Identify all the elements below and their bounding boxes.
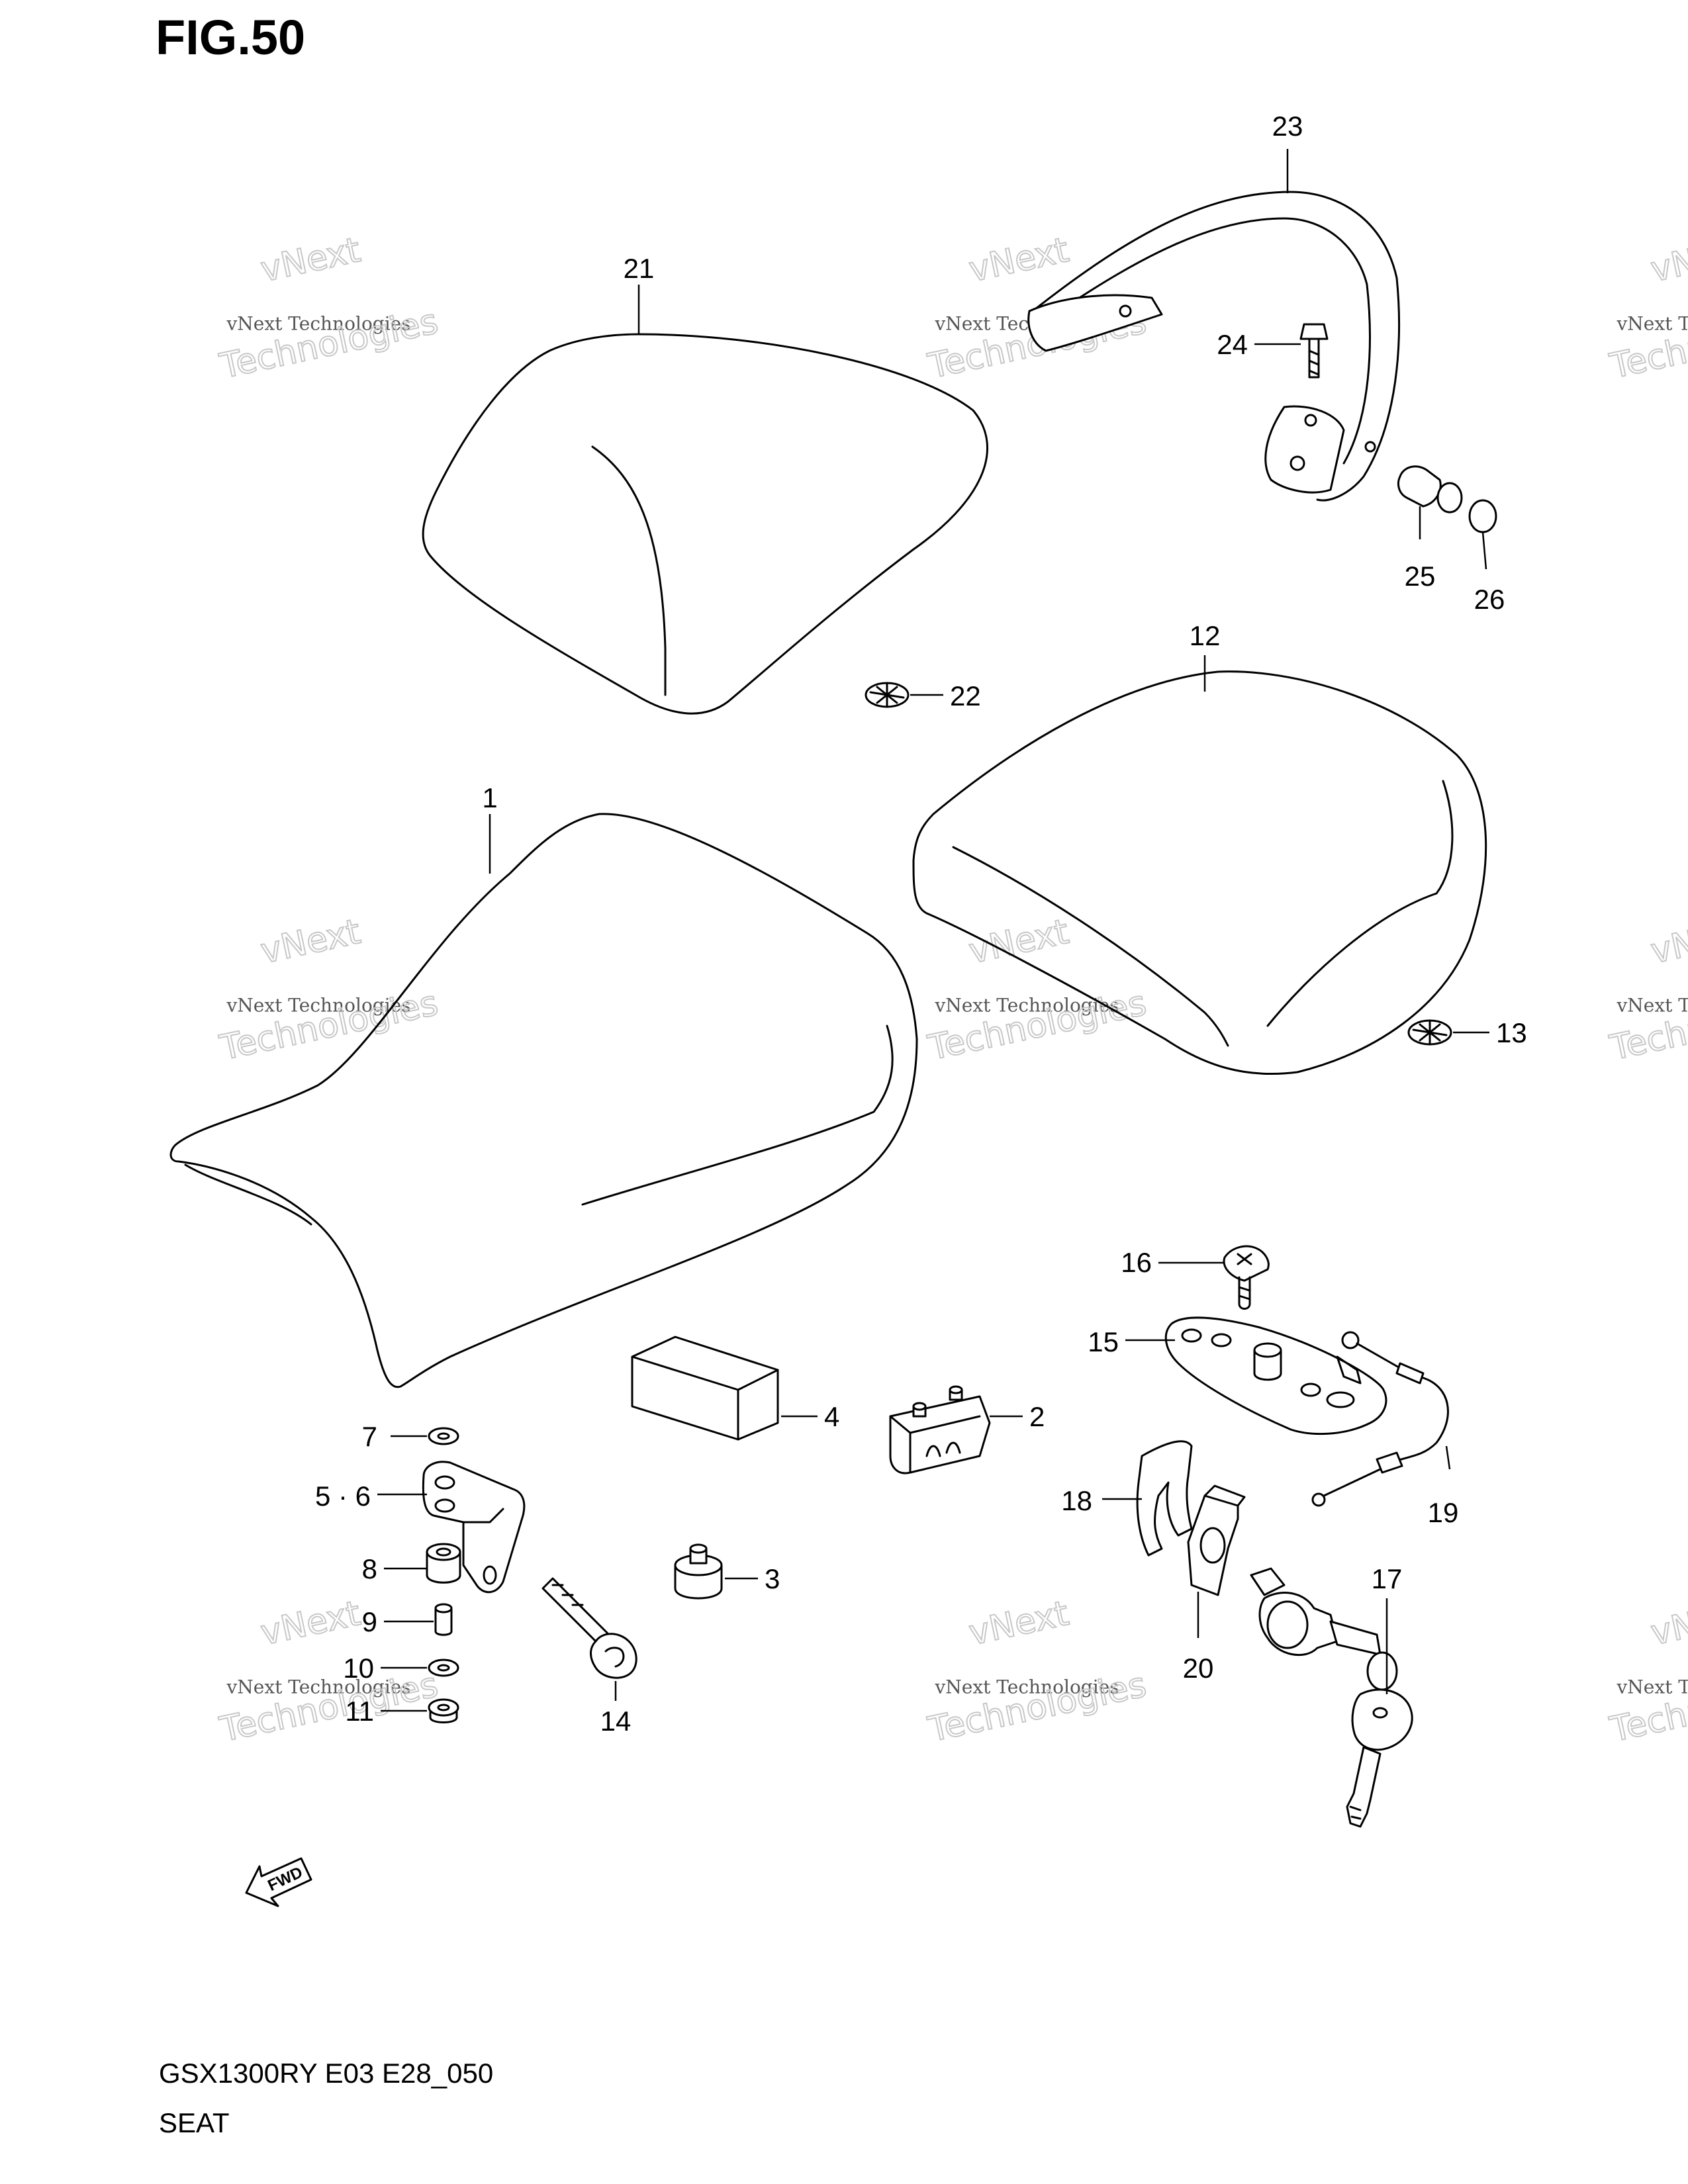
callout-17: 17 bbox=[1372, 1563, 1403, 1594]
watermark-text: vNext Technologies bbox=[226, 1676, 410, 1698]
callout-3: 3 bbox=[765, 1563, 780, 1594]
watermark-vnext: vNext bbox=[258, 1594, 364, 1653]
figure-title: FIG.50 bbox=[156, 10, 305, 65]
part-14-bolt bbox=[541, 1577, 637, 1679]
part-19-cable bbox=[1311, 1331, 1449, 1507]
part-5-6-bracket bbox=[422, 1461, 526, 1594]
watermark-vnext: vNext bbox=[258, 230, 364, 290]
watermark: vNext vNext Technologies Technologies bbox=[924, 1593, 1150, 1751]
part-15-seat-lock bbox=[1164, 1316, 1387, 1435]
part-1-front-seat bbox=[169, 813, 918, 1388]
callout-5-6: 5 · 6 bbox=[315, 1480, 371, 1512]
callout-19: 19 bbox=[1428, 1497, 1459, 1528]
watermark-vnext: vNext bbox=[258, 912, 364, 972]
watermark: vNext vNext Technologies Technologies bbox=[1606, 230, 1688, 387]
part-25-collar bbox=[1397, 465, 1463, 514]
watermark-vnext: vNext bbox=[1648, 912, 1688, 972]
callout-9: 9 bbox=[362, 1606, 377, 1637]
callout-14: 14 bbox=[600, 1706, 632, 1737]
part-26-cap bbox=[1468, 499, 1497, 533]
callout-22: 22 bbox=[950, 680, 981, 711]
watermark-vnext: vNext bbox=[1648, 230, 1688, 290]
callout-11: 11 bbox=[345, 1696, 374, 1727]
callout-24: 24 bbox=[1217, 329, 1248, 360]
callout-23: 23 bbox=[1272, 111, 1303, 142]
watermark: vNext vNext Technologies Technologies bbox=[924, 911, 1150, 1069]
watermark-text: vNext Technologies bbox=[1616, 1676, 1688, 1698]
part-18-clamp bbox=[1136, 1440, 1193, 1557]
watermark-text: vNext Technologies bbox=[226, 313, 410, 335]
watermark: vNext vNext Technologies Technologies bbox=[1606, 911, 1688, 1069]
part-10-washer bbox=[428, 1659, 459, 1677]
model-code: GSX1300RY E03 E28_050 bbox=[159, 2058, 493, 2089]
figure-caption: SEAT bbox=[159, 2107, 230, 2138]
callout-16: 16 bbox=[1121, 1247, 1152, 1278]
part-21-seat-cowl bbox=[422, 333, 988, 715]
callout-labels: 21 23 24 25 26 22 12 1 13 16 15 4 2 7 5 … bbox=[315, 111, 1527, 1737]
watermark: vNext vNext Technologies Technologies bbox=[216, 230, 442, 387]
callout-18: 18 bbox=[1061, 1485, 1092, 1516]
callout-25: 25 bbox=[1405, 561, 1436, 592]
part-9-collar bbox=[434, 1603, 453, 1636]
callout-7: 7 bbox=[362, 1421, 377, 1452]
callout-10: 10 bbox=[343, 1653, 374, 1684]
watermark-text: vNext Technologies bbox=[934, 995, 1119, 1017]
part-2-damper bbox=[889, 1385, 991, 1475]
callout-1: 1 bbox=[482, 782, 497, 813]
callout-15: 15 bbox=[1088, 1326, 1119, 1357]
watermark-text: vNext Technologies bbox=[1616, 995, 1688, 1017]
part-8-rubber bbox=[426, 1543, 461, 1584]
callout-21: 21 bbox=[624, 253, 655, 284]
watermark-text: vNext Technologies bbox=[934, 1676, 1119, 1698]
watermark-text: vNext Technologies bbox=[1616, 313, 1688, 335]
watermark-vnext: vNext bbox=[966, 230, 1072, 290]
watermark-vnext: vNext bbox=[1648, 1594, 1688, 1653]
watermark-text: vNext Technologies bbox=[226, 995, 410, 1017]
part-20-lock-bracket bbox=[1187, 1484, 1246, 1596]
watermark-vnext: vNext bbox=[966, 912, 1072, 972]
part-23-pillion-handle bbox=[1027, 191, 1400, 502]
part-12-rear-seat bbox=[912, 670, 1487, 1075]
watermark-vnext: vNext bbox=[966, 1594, 1072, 1653]
watermark: vNext vNext Technologies Technologies bbox=[1606, 1593, 1688, 1751]
part-17-lock-set bbox=[1250, 1567, 1413, 1828]
callout-20: 20 bbox=[1183, 1653, 1214, 1684]
callout-26: 26 bbox=[1474, 584, 1505, 615]
part-4-pad bbox=[631, 1336, 779, 1441]
part-22-cushion bbox=[865, 682, 910, 708]
part-16-screw bbox=[1223, 1245, 1270, 1310]
callout-2: 2 bbox=[1029, 1401, 1045, 1432]
watermark: vNext vNext Technologies Technologies bbox=[216, 911, 442, 1069]
part-7-washer bbox=[428, 1427, 459, 1445]
watermark: vNext vNext Technologies Technologies bbox=[216, 1593, 442, 1751]
callout-13: 13 bbox=[1496, 1017, 1527, 1048]
part-24-bolt bbox=[1299, 323, 1329, 379]
callout-4: 4 bbox=[824, 1401, 839, 1432]
callout-8: 8 bbox=[362, 1553, 377, 1584]
watermark-layer: vNext vNext Technologies Technologies vN… bbox=[216, 230, 1688, 1751]
leader-lines bbox=[377, 149, 1489, 1712]
fwd-arrow-icon: FWD bbox=[245, 1857, 312, 1907]
part-11-nut bbox=[428, 1698, 459, 1723]
callout-12: 12 bbox=[1190, 620, 1221, 651]
part-13-cushion bbox=[1407, 1019, 1452, 1046]
part-3-stopper bbox=[674, 1543, 723, 1600]
